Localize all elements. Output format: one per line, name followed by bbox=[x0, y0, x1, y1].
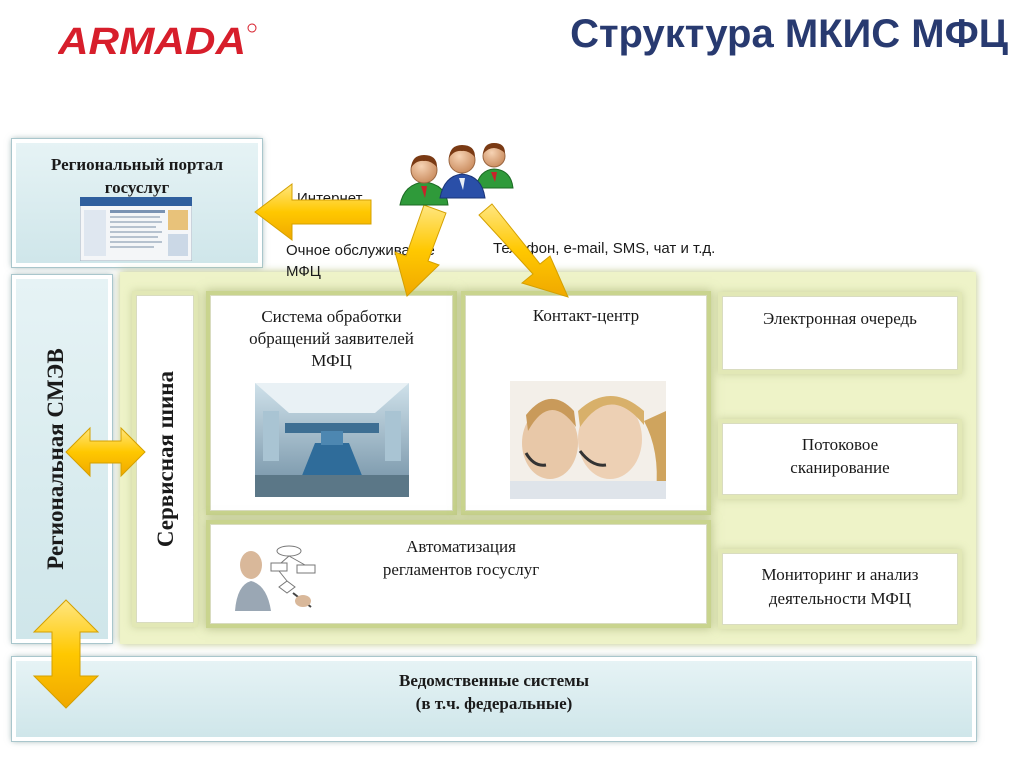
contact-center-label: Контакт-центр bbox=[532, 306, 640, 325]
monitoring-box: Мониторинг и анализ деятельности МФЦ bbox=[722, 553, 958, 625]
in-person-line2: МФЦ bbox=[286, 263, 321, 280]
automation-line2: регламентов госуслуг bbox=[382, 560, 540, 579]
logo-text: ARMADA bbox=[58, 22, 246, 62]
mfc-hall-photo bbox=[255, 383, 409, 497]
call-center-photo bbox=[510, 381, 666, 499]
smev-departmental-arrow-icon bbox=[32, 599, 100, 709]
in-person-arrow-icon bbox=[394, 204, 447, 297]
portal-title-line2: госуслуг bbox=[104, 178, 170, 197]
electronic-queue-box: Электронная очередь bbox=[722, 296, 958, 370]
processing-system-box: Система обработки обращений заявителей М… bbox=[210, 295, 453, 511]
page-title: Структура МКИС МФЦ bbox=[570, 12, 1008, 56]
armada-logo: ARMADA bbox=[57, 21, 258, 63]
scanning-line1: Потоковое bbox=[801, 435, 879, 454]
automation-line1: Автоматизация bbox=[406, 537, 516, 556]
remote-channels-label: Телефон, e-mail, SMS, чат и т.д. bbox=[493, 240, 716, 257]
flowchart-photo bbox=[231, 541, 327, 611]
departmental-line2: (в т.ч. федеральные) bbox=[415, 694, 573, 713]
processing-line2: обращений заявителей bbox=[249, 329, 414, 348]
registered-mark-icon bbox=[247, 23, 257, 33]
monitoring-line1: Мониторинг и анализ bbox=[761, 565, 919, 584]
remote-arrow-icon bbox=[478, 203, 569, 298]
contact-center-box: Контакт-центр bbox=[465, 295, 707, 511]
departmental-line1: Ведомственные системы bbox=[399, 671, 589, 690]
departmental-systems-box: Ведомственные системы (в т.ч. федеральны… bbox=[12, 657, 976, 741]
stream-scanning-box: Потоковое сканирование bbox=[722, 423, 958, 495]
scanning-line2: сканирование bbox=[790, 458, 890, 477]
internet-arrow-icon bbox=[254, 182, 372, 242]
portal-screenshot-image bbox=[80, 197, 192, 261]
users-group-icon bbox=[399, 143, 514, 206]
processing-line1: Система обработки bbox=[261, 307, 402, 326]
automation-box: Автоматизация регламентов госуслуг bbox=[210, 524, 707, 624]
processing-line3: МФЦ bbox=[311, 351, 352, 370]
monitoring-line2: деятельности МФЦ bbox=[768, 589, 912, 608]
regional-portal-box: Региональный портал госуслуг bbox=[12, 139, 262, 267]
electronic-queue-label: Электронная очередь bbox=[763, 309, 917, 328]
portal-title-line1: Региональный портал bbox=[50, 155, 224, 174]
smev-bus-arrow-icon bbox=[65, 426, 146, 478]
